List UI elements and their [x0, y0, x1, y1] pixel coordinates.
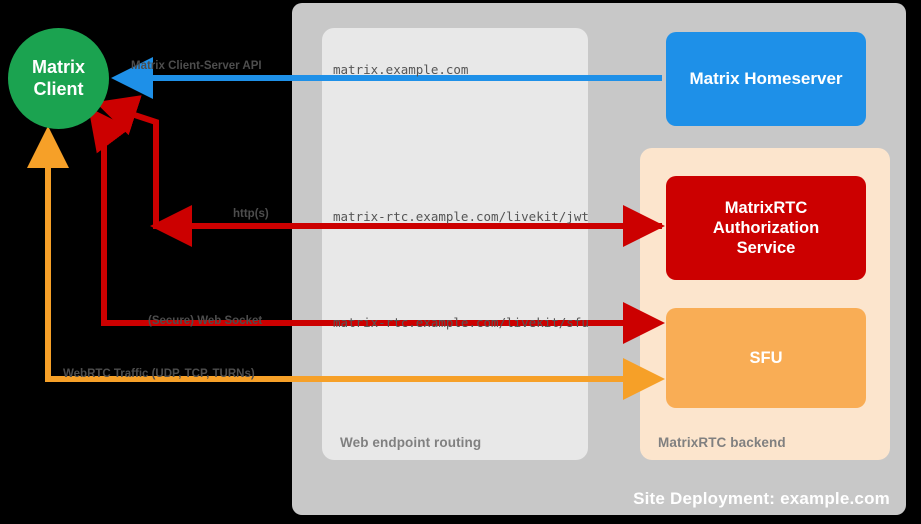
edge-livekit-jwt [95, 95, 665, 247]
endpoint-label-livekit-sfu: matrix-rtc.example.com/livekit/sfu [333, 315, 589, 330]
node-matrix-homeserver[interactable]: Matrix Homeserver [666, 32, 866, 126]
endpoint-label-livekit-jwt: matrix-rtc.example.com/livekit/jwt [333, 209, 589, 224]
edge-label-web-socket: (Secure) Web Socket [148, 315, 263, 327]
edge-label-client-server-api: Matrix Client-Server API [131, 60, 262, 72]
endpoint-label-matrix-example-com: matrix.example.com [333, 62, 469, 77]
node-matrixrtc-authorization-service[interactable]: MatrixRTC Authorization Service [666, 176, 866, 280]
matrixrtc-backend-label: MatrixRTC backend [658, 435, 786, 450]
web-endpoint-routing-label: Web endpoint routing [340, 435, 482, 450]
node-matrix-client[interactable]: Matrix Client [8, 28, 109, 129]
edge-label-http: http(s) [233, 208, 269, 220]
node-sfu-label: SFU [749, 348, 783, 367]
edge-livekit-sfu-websocket [88, 107, 665, 344]
edge-webrtc-traffic [26, 126, 665, 400]
site-deployment-label: Site Deployment: example.com [633, 489, 890, 508]
node-sfu[interactable]: SFU [666, 308, 866, 408]
edge-label-webrtc-traffic: WebRTC Traffic (UDP, TCP, TURNs) [63, 368, 255, 380]
node-matrixrtc-auth-label: MatrixRTC Authorization Service [712, 198, 820, 258]
web-endpoint-routing-container: Web endpoint routing [322, 28, 588, 460]
node-matrix-client-label: Matrix Client [31, 56, 85, 99]
node-matrix-homeserver-label: Matrix Homeserver [689, 68, 843, 88]
